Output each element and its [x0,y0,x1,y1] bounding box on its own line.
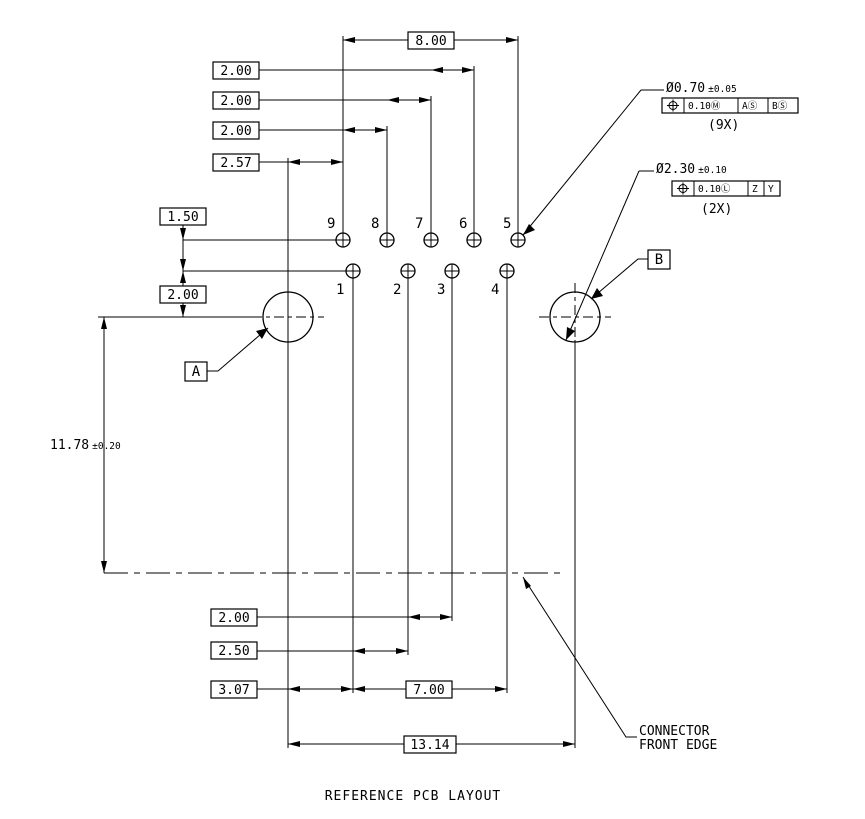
dim-pitch-bottom-2: 2.50 [210,641,408,660]
dim-vertical-total-label: 11.78±0.20 [50,438,121,453]
datum-hole-a [252,283,324,351]
large-hole-datum-z: Z [752,184,758,195]
dim-row-spacing: 1.50 [159,207,207,271]
pin-5 [510,232,526,248]
pin-4 [499,263,515,279]
dim-pitch-top-1-value: 2.00 [220,64,251,79]
dim-overall-value: 13.14 [410,738,449,753]
small-hole-feature-frame: 0.10Ⓜ AⓈ BⓈ [661,97,799,114]
dim-pitch-bottom-1: 2.00 [210,608,452,627]
small-hole-tolerance: 0.10Ⓜ [688,101,721,112]
dim-pitch-top-3: 2.00 [212,121,387,140]
pin-label-6: 6 [459,216,467,232]
dim-row-spacing-value: 1.50 [167,210,198,225]
pin-label-3: 3 [437,282,445,298]
small-hole-diameter: Ø0.70±0.05 [666,81,737,96]
dim-pitch-bottom-1-value: 2.00 [218,611,249,626]
pin-label-9: 9 [327,216,335,232]
dim-vertical-total-value: 11.78 [50,438,89,453]
small-hole-datum-a: AⓈ [742,101,758,112]
extension-lines [98,36,576,748]
datum-b-label: B [655,252,663,268]
dim-pitch-top-2-value: 2.00 [220,94,251,109]
pin-label-7: 7 [415,216,423,232]
pin-3 [444,263,460,279]
pin-label-4: 4 [491,282,499,298]
pin-6 [466,232,482,248]
dim-overall: 13.14 [288,735,575,754]
pin-9 [335,232,351,248]
dim-top-span-value: 8.00 [415,34,446,49]
pin-label-2: 2 [393,282,401,298]
pin-7 [423,232,439,248]
dim-offset-bottom-value: 3.07 [218,683,249,698]
dim-pitch-top-1: 2.00 [212,61,474,80]
pin-label-5: 5 [503,216,511,232]
dim-vertical-total: 11.78±0.20 [50,317,121,573]
large-hole-count: (2X) [701,202,732,217]
drawing-title: REFERENCE PCB LAYOUT [325,789,502,804]
large-hole-tolerance: 0.10Ⓛ [698,184,731,195]
front-edge-note-2: FRONT EDGE [639,738,717,753]
large-hole-datum-y: Y [768,184,774,195]
pin-8 [379,232,395,248]
small-hole-datum-b: BⓈ [772,101,788,112]
pin-1 [345,263,361,279]
front-edge-callout: CONNECTOR FRONT EDGE [522,576,717,753]
large-hole-diameter: Ø2.30±0.10 [656,162,727,177]
datum-a-callout: A [184,327,269,382]
dim-bottom-span-value: 7.00 [413,683,444,698]
dim-vertical-total-tol: ±0.20 [92,441,121,452]
dim-row-to-datum-value: 2.00 [167,288,198,303]
dim-offset-top-value: 2.57 [220,156,251,171]
dim-pitch-top-3-value: 2.00 [220,124,251,139]
pin-2 [400,263,416,279]
dim-top-span: 8.00 [343,31,518,50]
dim-pitch-bottom-2-value: 2.50 [218,644,249,659]
small-hole-count: (9X) [708,118,739,133]
dim-offset-bottom: 3.07 [210,680,353,699]
pin-label-1: 1 [336,282,344,298]
datum-a-label: A [192,364,201,380]
dim-pitch-top-2: 2.00 [212,91,431,110]
front-edge-note-1: CONNECTOR [639,724,710,739]
large-hole-callout: Ø2.30±0.10 0.10Ⓛ Z Y (2X) [565,162,781,341]
small-hole-callout: Ø0.70±0.05 0.10Ⓜ AⓈ BⓈ (9X) [522,81,799,236]
dim-row-to-datum: 2.00 [159,271,207,317]
datum-b-callout: B [590,249,671,300]
pin-label-8: 8 [371,216,379,232]
large-hole-feature-frame: 0.10Ⓛ Z Y [671,180,781,197]
dim-bottom-span: 7.00 [353,680,507,699]
dim-offset-top: 2.57 [212,153,343,172]
datum-hole-b [539,283,611,351]
